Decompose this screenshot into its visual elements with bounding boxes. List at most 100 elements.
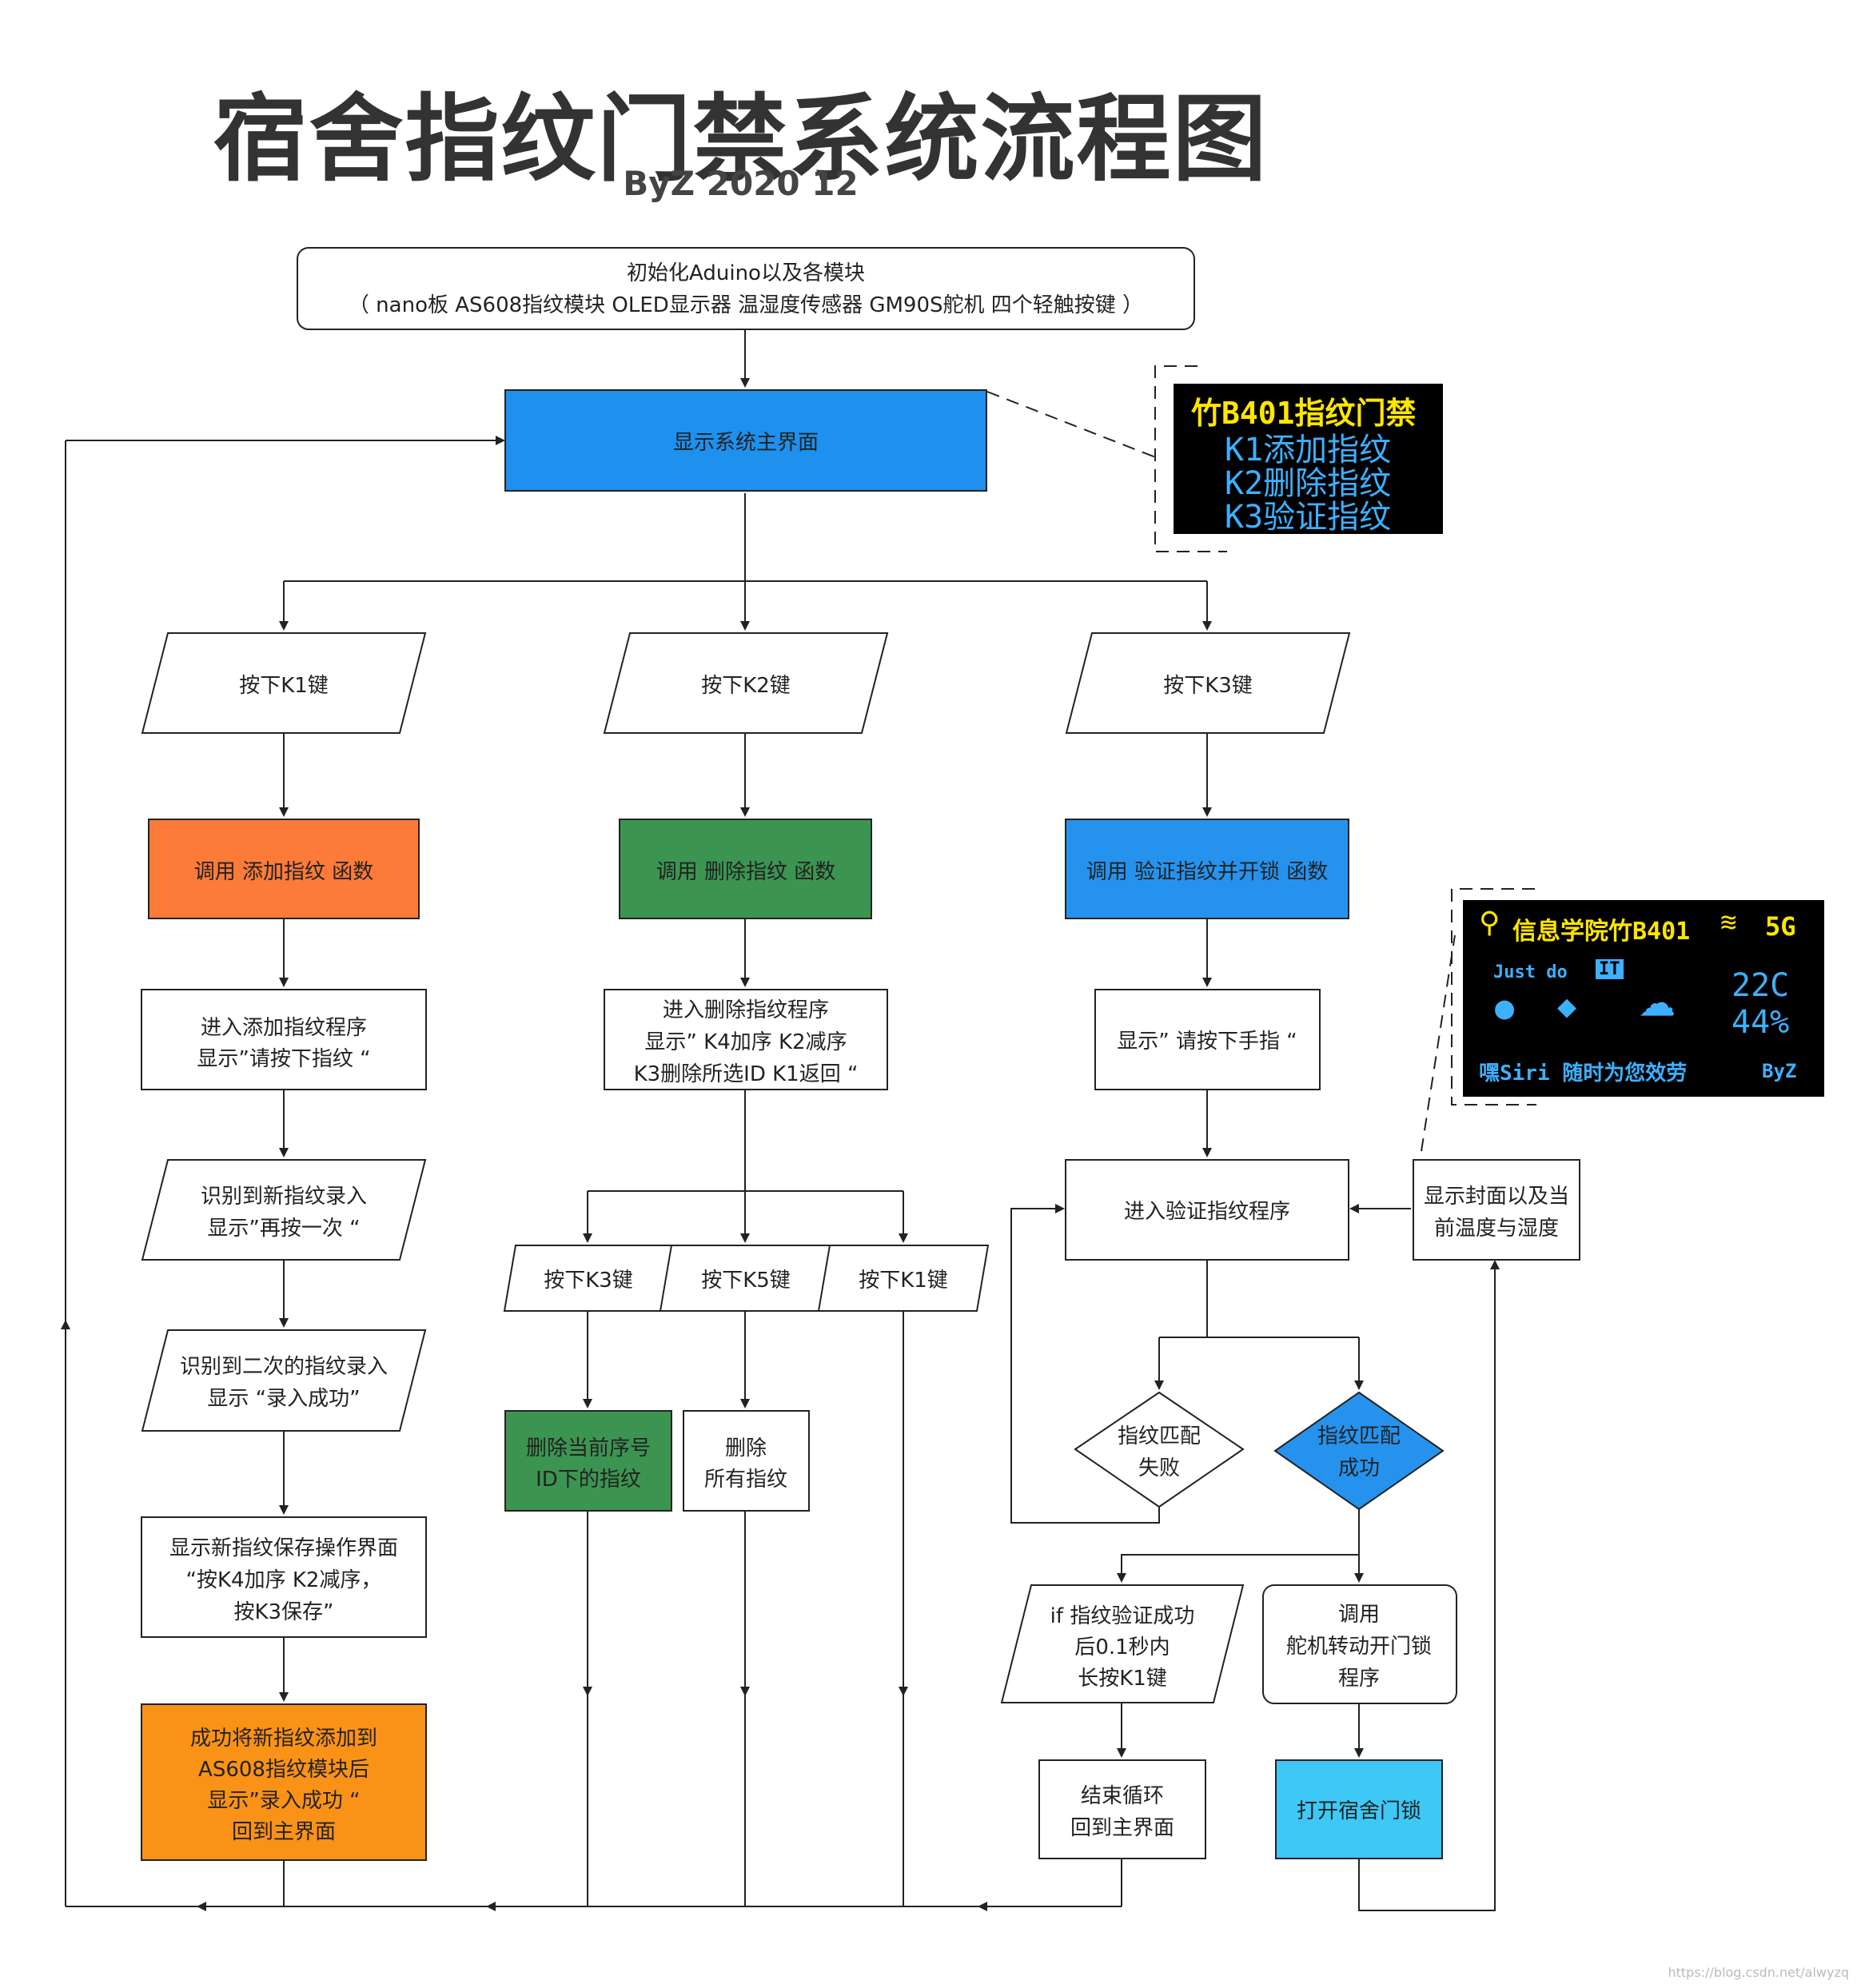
oled-menu-header: 竹B401指纹门禁	[1191, 396, 1417, 431]
oled-humidity: 44%	[1732, 1004, 1790, 1041]
verify-fn-box: 调用 验证指纹并开锁 函数	[1065, 819, 1349, 919]
oled-temperature: 22C	[1732, 967, 1790, 1004]
svg-text:调用 验证指纹并开锁 函数: 调用 验证指纹并开锁 函数	[1086, 860, 1329, 884]
match-ok-diamond: 指纹匹配 成功	[1273, 1391, 1445, 1511]
if-k1-node: if 指纹验证成功 后0.1秒内 长按K1键	[1000, 1584, 1245, 1703]
add-ok-box: 成功将新指纹添加到 AS608指纹模块后 显示”录入成功 “ 回到主界面	[141, 1703, 427, 1861]
svg-text:显示”请按下指纹 “: 显示”请按下指纹 “	[197, 1047, 370, 1071]
svg-text:所有指纹: 所有指纹	[704, 1468, 787, 1492]
svg-text:前温度与湿度: 前温度与湿度	[1434, 1217, 1559, 1241]
del-k5-node: 按下K5键	[659, 1245, 833, 1312]
svg-text:失败: 失败	[1138, 1456, 1180, 1480]
svg-text:（ nano板 AS608指纹模块 OLED显示器 温湿度传: （ nano板 AS608指纹模块 OLED显示器 温湿度传感器 GM90S舵机…	[349, 293, 1143, 317]
oled-menu-line-3: K3验证指纹	[1225, 499, 1392, 536]
oled-signal: 5G	[1765, 911, 1796, 942]
oled-menu-line-2: K2删除指纹	[1225, 465, 1392, 502]
del-fn-box: 调用 删除指纹 函数	[619, 819, 872, 919]
page-title: 宿舍指纹门禁系统流程图	[213, 84, 1269, 194]
callout-lines	[986, 365, 1536, 1152]
svg-text:进入验证指纹程序: 进入验证指纹程序	[1124, 1200, 1290, 1224]
svg-text:if 指纹验证成功: if 指纹验证成功	[1050, 1604, 1195, 1628]
svg-text:按下K1键: 按下K1键	[859, 1269, 948, 1293]
match-fail-diamond: 指纹匹配 失败	[1074, 1391, 1245, 1508]
svg-text:成功将新指纹添加到: 成功将新指纹添加到	[190, 1727, 377, 1751]
svg-text:按下K5键: 按下K5键	[701, 1269, 791, 1293]
svg-text:初始化Aduino以及各模块: 初始化Aduino以及各模块	[627, 261, 865, 285]
save-ui-box: 显示新指纹保存操作界面 “按K4加序 K2减序， 按K3保存”	[141, 1516, 427, 1638]
svg-text:程序: 程序	[1338, 1667, 1380, 1691]
svg-text:显示” 请按下手指 “: 显示” 请按下手指 “	[1117, 1030, 1297, 1054]
alien-icon: ◆	[1557, 988, 1577, 1025]
svg-text:显示新指纹保存操作界面: 显示新指纹保存操作界面	[169, 1536, 398, 1560]
svg-text:按下K1键: 按下K1键	[239, 674, 329, 698]
svg-text:按下K2键: 按下K2键	[701, 674, 791, 698]
oled-siri: 嘿Siri 随时为您效劳	[1479, 1062, 1688, 1086]
oled-motto: Just do	[1493, 962, 1568, 982]
svg-text:进入删除指纹程序: 进入删除指纹程序	[663, 998, 829, 1022]
svg-text:回到主界面: 回到主界面	[1070, 1816, 1174, 1840]
svg-text:显示”录入成功 “: 显示”录入成功 “	[207, 1789, 360, 1813]
svg-text:显示 “录入成功”: 显示 “录入成功”	[207, 1387, 360, 1411]
watermark: https://blog.csdn.net/alwyzq	[1668, 1965, 1849, 1980]
main-screen-box: 显示系统主界面	[504, 389, 987, 492]
svg-text:按下K3键: 按下K3键	[1163, 674, 1253, 698]
oled-location: 信息学院竹B401	[1512, 918, 1691, 946]
init-box: 初始化Aduino以及各模块 （ nano板 AS608指纹模块 OLED显示器…	[297, 247, 1195, 330]
add-fn-box: 调用 添加指纹 函数	[148, 819, 420, 919]
svg-text:打开宿舍门锁: 打开宿舍门锁	[1297, 1799, 1421, 1823]
svg-text:显示” K4加序 K2减序: 显示” K4加序 K2减序	[644, 1030, 847, 1054]
apple-icon: ●	[1495, 990, 1515, 1026]
svg-text:进入添加指纹程序: 进入添加指纹程序	[201, 1016, 367, 1040]
del-all-box: 删除 所有指纹	[683, 1410, 810, 1512]
add-prog-box: 进入添加指纹程序 显示”请按下指纹 “	[141, 989, 427, 1090]
svg-text:显示封面以及当: 显示封面以及当	[1424, 1185, 1569, 1209]
k3-node: 按下K3键	[1065, 632, 1351, 734]
svg-text:识别到新指纹录入: 识别到新指纹录入	[201, 1185, 367, 1209]
del-current-box: 删除当前序号 ID下的指纹	[504, 1410, 672, 1512]
svg-text:显示”再按一次 “: 显示”再按一次 “	[207, 1217, 360, 1241]
del-k3-node: 按下K3键	[503, 1245, 675, 1312]
k1-node: 按下K1键	[141, 632, 427, 734]
k2-node: 按下K2键	[603, 632, 889, 734]
wifi-icon: ≋	[1720, 906, 1737, 938]
del-prog-box: 进入删除指纹程序 显示” K4加序 K2减序 K3删除所选ID K1返回 “	[604, 989, 888, 1090]
svg-text:显示系统主界面: 显示系统主界面	[673, 431, 819, 455]
svg-text:长按K1键: 长按K1键	[1078, 1667, 1167, 1691]
svg-text:ID下的指纹: ID下的指纹	[536, 1468, 641, 1492]
svg-text:调用 删除指纹 函数: 调用 删除指纹 函数	[656, 860, 836, 884]
svg-text:结束循环: 结束循环	[1081, 1784, 1164, 1808]
open-lock-box: 打开宿舍门锁	[1275, 1759, 1443, 1859]
servo-box: 调用 舵机转动开门锁 程序	[1262, 1584, 1457, 1704]
svg-text:K3删除所选ID K1返回 “: K3删除所选ID K1返回 “	[634, 1062, 859, 1086]
svg-text:成功: 成功	[1338, 1456, 1380, 1480]
svg-text:按下K3键: 按下K3键	[544, 1269, 633, 1293]
location-pin-icon: ⚲	[1479, 906, 1500, 939]
page-subtitle: ByZ 2020 12	[623, 164, 859, 203]
svg-text:识别到二次的指纹录入: 识别到二次的指纹录入	[180, 1355, 388, 1379]
detect1-node: 识别到新指纹录入 显示”再按一次 “	[141, 1159, 427, 1261]
svg-text:按K3保存”: 按K3保存”	[233, 1600, 333, 1624]
svg-text:AS608指纹模块后: AS608指纹模块后	[198, 1758, 369, 1782]
oled-sign: ByZ	[1762, 1060, 1797, 1082]
svg-text:“按K4加序 K2减序，: “按K4加序 K2减序，	[186, 1568, 382, 1592]
oled-cover-screen: ⚲ 信息学院竹B401 ≋ 5G Just do IT ● ◆ ☁ 22C 44…	[1463, 900, 1824, 1097]
svg-text:指纹匹配: 指纹匹配	[1317, 1424, 1401, 1448]
end-loop-box: 结束循环 回到主界面	[1038, 1759, 1206, 1859]
del-k1-node: 按下K1键	[817, 1245, 990, 1312]
detect2-node: 识别到二次的指纹录入 显示 “录入成功”	[141, 1329, 427, 1432]
connectors	[61, 329, 1500, 1911]
svg-text:后0.1秒内: 后0.1秒内	[1074, 1635, 1170, 1659]
svg-text:回到主界面: 回到主界面	[232, 1820, 336, 1844]
verify-prog-box: 进入验证指纹程序	[1065, 1159, 1349, 1261]
oled-motto-badge: IT	[1596, 959, 1624, 979]
svg-text:调用: 调用	[1338, 1603, 1380, 1627]
svg-text:舵机转动开门锁: 舵机转动开门锁	[1286, 1635, 1432, 1659]
svg-text:调用 添加指纹 函数: 调用 添加指纹 函数	[194, 860, 374, 884]
oled-menu-line-1: K1添加指纹	[1225, 432, 1392, 468]
press-finger-box: 显示” 请按下手指 “	[1094, 989, 1321, 1090]
weather-cloud-icon: ☁	[1639, 959, 1676, 1030]
cover-box: 显示封面以及当 前温度与湿度	[1413, 1159, 1580, 1261]
svg-text:删除当前序号: 删除当前序号	[526, 1436, 651, 1460]
oled-menu-screen: 竹B401指纹门禁 K1添加指纹 K2删除指纹 K3验证指纹	[1174, 384, 1443, 536]
